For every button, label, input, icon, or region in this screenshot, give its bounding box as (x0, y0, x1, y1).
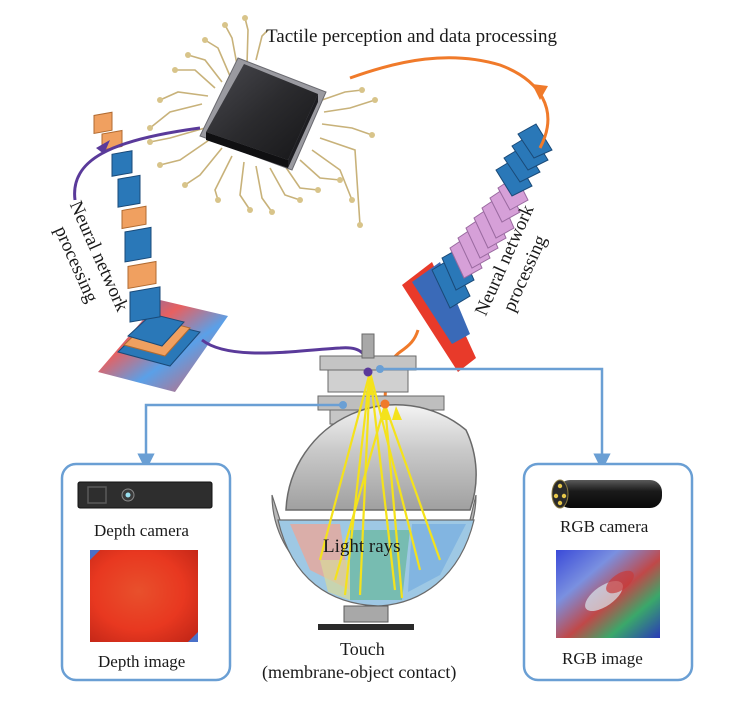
depth-camera-label: Depth camera (94, 521, 189, 540)
light-rays-icon (318, 371, 442, 599)
left-neural-network-stack-icon (93, 111, 228, 392)
depth-image-icon (90, 550, 198, 642)
tactile-sensor-icon (271, 333, 477, 630)
depth-camera-icon (77, 481, 213, 509)
touch-label-line2: (membrane-object contact) (262, 662, 456, 683)
light-ray-arrowheads-icon (365, 382, 402, 420)
orange-port-icon (380, 399, 390, 409)
orange-arrow-icon (532, 84, 548, 100)
purple-port-icon (363, 367, 373, 377)
light-rays-label: Light rays (323, 536, 401, 557)
purple-flow-path-upper (73, 126, 201, 201)
touch-label-line1: Touch (340, 639, 385, 659)
depth-image-label: Depth image (98, 652, 185, 671)
blue-link-to-rgb-panel (380, 367, 611, 471)
orange-flow-path-upper (349, 56, 550, 149)
rgb-camera-label: RGB camera (560, 517, 649, 536)
right-neural-network-funnel-icon (402, 123, 553, 372)
purple-arrow-icon (96, 140, 110, 154)
rgb-panel (522, 462, 694, 682)
depth-panel (60, 462, 232, 682)
top-title: Tactile perception and data processing (266, 26, 557, 47)
processor-chip-icon (147, 15, 378, 228)
blue-link-to-depth-panel (137, 403, 343, 471)
rgb-image-label: RGB image (562, 649, 643, 668)
rgb-camera-icon (551, 479, 662, 509)
